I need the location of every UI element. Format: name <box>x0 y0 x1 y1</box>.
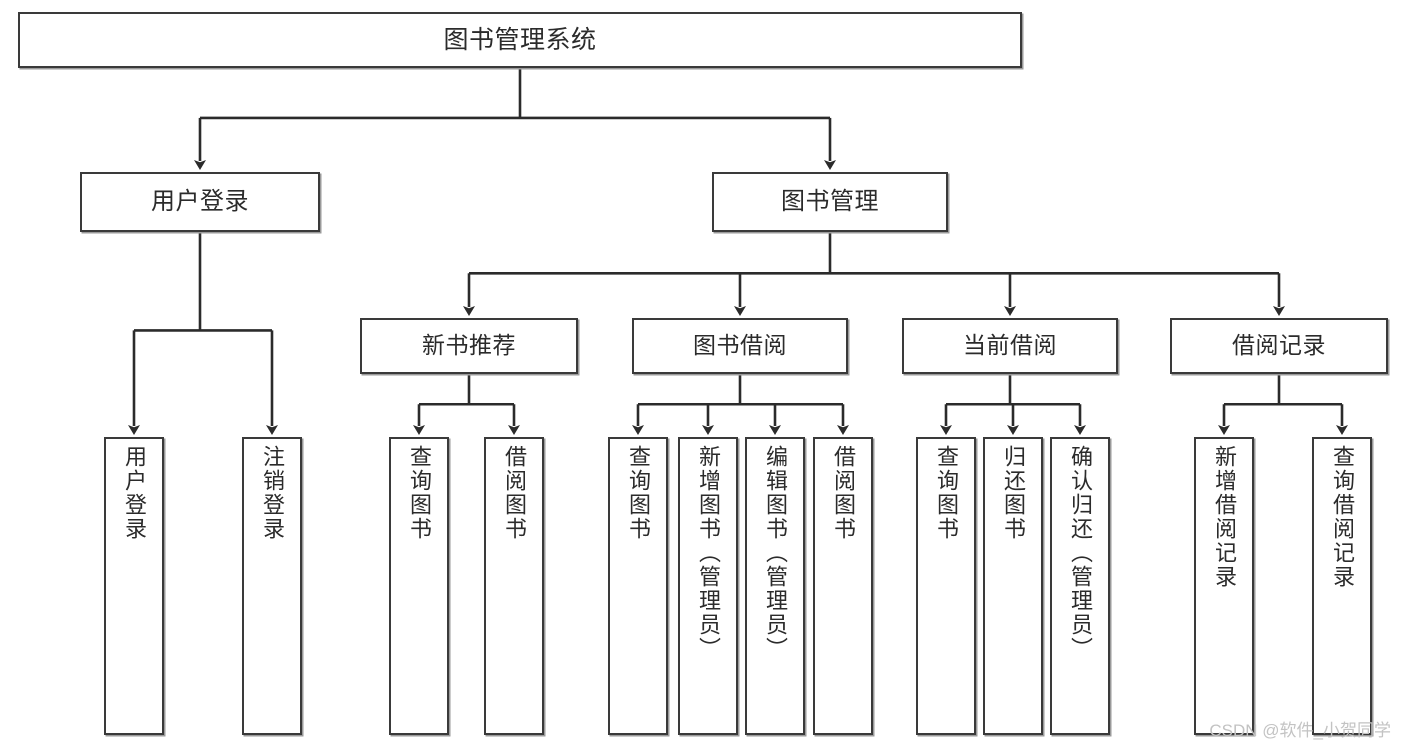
node-label: 借阅图书 <box>502 445 527 541</box>
node-label: 查询借阅记录 <box>1330 445 1355 589</box>
node-leaf12[interactable]: 新增借阅记录 <box>1194 437 1254 735</box>
node-label: 查询图书 <box>934 445 959 541</box>
node-bookmgmt[interactable]: 图书管理 <box>712 172 948 232</box>
node-leaf4[interactable]: 借阅图书 <box>484 437 544 735</box>
node-leaf7[interactable]: 编辑图书（管理员） <box>745 437 805 735</box>
node-leaf6[interactable]: 新增图书（管理员） <box>678 437 738 735</box>
node-label: 图书管理 <box>781 187 879 215</box>
node-label: 用户登录 <box>122 445 147 541</box>
node-leaf8[interactable]: 借阅图书 <box>813 437 873 735</box>
node-label: 当前借阅 <box>963 332 1057 359</box>
node-leaf11[interactable]: 确认归还（管理员） <box>1050 437 1110 735</box>
node-leaf3[interactable]: 查询图书 <box>389 437 449 735</box>
node-leaf9[interactable]: 查询图书 <box>916 437 976 735</box>
node-leaf5[interactable]: 查询图书 <box>608 437 668 735</box>
node-leaf10[interactable]: 归还图书 <box>983 437 1043 735</box>
node-label: 图书借阅 <box>693 332 787 359</box>
node-leaf13[interactable]: 查询借阅记录 <box>1312 437 1372 735</box>
node-newbook[interactable]: 新书推荐 <box>360 318 578 374</box>
node-root[interactable]: 图书管理系统 <box>18 12 1022 68</box>
node-current[interactable]: 当前借阅 <box>902 318 1118 374</box>
node-label: 借阅图书 <box>831 445 856 541</box>
node-label: 编辑图书（管理员） <box>763 445 788 661</box>
node-label: 借阅记录 <box>1232 332 1326 359</box>
node-records[interactable]: 借阅记录 <box>1170 318 1388 374</box>
watermark: CSDN @软件_小贺同学 <box>1209 721 1391 740</box>
node-leaf1[interactable]: 用户登录 <box>104 437 164 735</box>
node-label: 图书管理系统 <box>443 26 597 54</box>
node-borrow[interactable]: 图书借阅 <box>632 318 848 374</box>
node-label: 新增借阅记录 <box>1212 445 1237 589</box>
node-label: 查询图书 <box>626 445 651 541</box>
node-label: 归还图书 <box>1001 445 1026 541</box>
node-label: 用户登录 <box>151 187 249 215</box>
node-label: 注销登录 <box>260 445 285 541</box>
node-label: 确认归还（管理员） <box>1068 445 1093 661</box>
node-label: 新书推荐 <box>422 332 516 359</box>
node-leaf2[interactable]: 注销登录 <box>242 437 302 735</box>
node-label: 新增图书（管理员） <box>696 445 721 661</box>
node-login[interactable]: 用户登录 <box>80 172 320 232</box>
node-label: 查询图书 <box>407 445 432 541</box>
